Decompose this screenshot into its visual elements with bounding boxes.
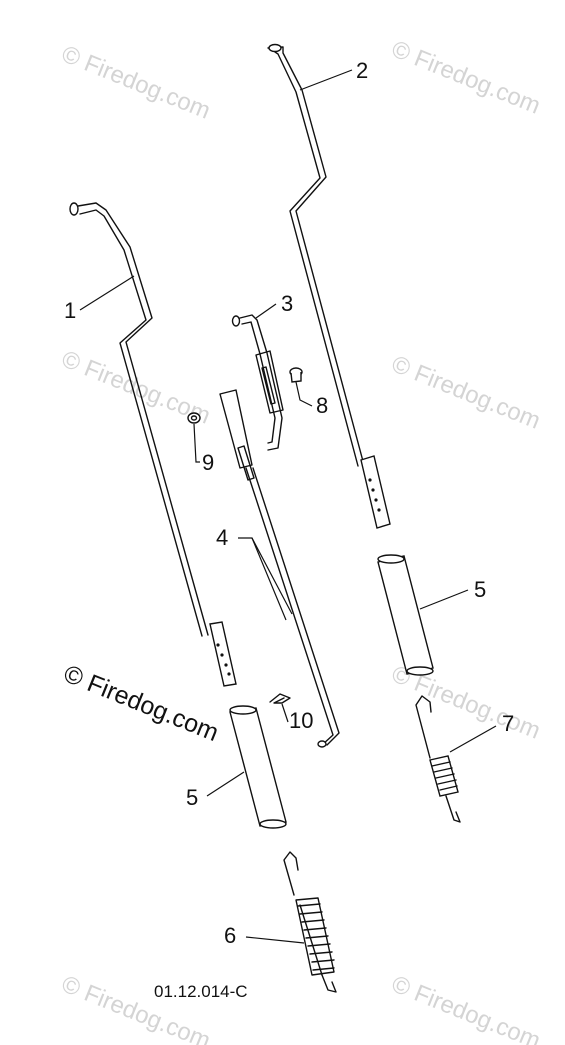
callout-9: 9 xyxy=(202,450,214,475)
callout-labels: 1 2 3 4 5 5 6 7 8 9 10 xyxy=(64,58,514,948)
part-3-link xyxy=(231,314,284,451)
callout-5-upper: 5 xyxy=(474,577,486,602)
part-1-control-rod xyxy=(69,202,237,687)
watermark: © Firedog.com xyxy=(388,971,544,1045)
watermark: © Firedog.com xyxy=(58,41,214,125)
callout-2: 2 xyxy=(356,58,368,83)
part-2-control-rod xyxy=(267,43,391,529)
part-10-clip xyxy=(269,693,291,704)
callout-10: 10 xyxy=(289,708,313,733)
part-5-tube-upper xyxy=(377,554,434,676)
part-4-rod xyxy=(219,389,340,748)
main-watermark: © Firedog.com xyxy=(60,660,223,748)
watermark-group: © Firedog.com © Firedog.com © Firedog.co… xyxy=(58,36,544,1045)
watermark: © Firedog.com xyxy=(388,36,544,120)
part-6-spring xyxy=(283,851,337,993)
leader-lines xyxy=(79,69,497,944)
callout-5-lower: 5 xyxy=(186,785,198,810)
callout-3: 3 xyxy=(281,291,293,316)
callout-7: 7 xyxy=(502,711,514,736)
callout-6: 6 xyxy=(224,923,236,948)
drawing-code: 01.12.014-C xyxy=(154,982,248,1001)
part-9-nut xyxy=(187,412,201,424)
callout-1: 1 xyxy=(64,298,76,323)
part-8-bushing xyxy=(289,367,303,383)
callout-4: 4 xyxy=(216,525,228,550)
part-7-spring xyxy=(415,695,461,823)
watermark: © Firedog.com xyxy=(388,351,544,435)
callout-8: 8 xyxy=(316,393,328,418)
part-5-tube-lower xyxy=(229,705,287,829)
